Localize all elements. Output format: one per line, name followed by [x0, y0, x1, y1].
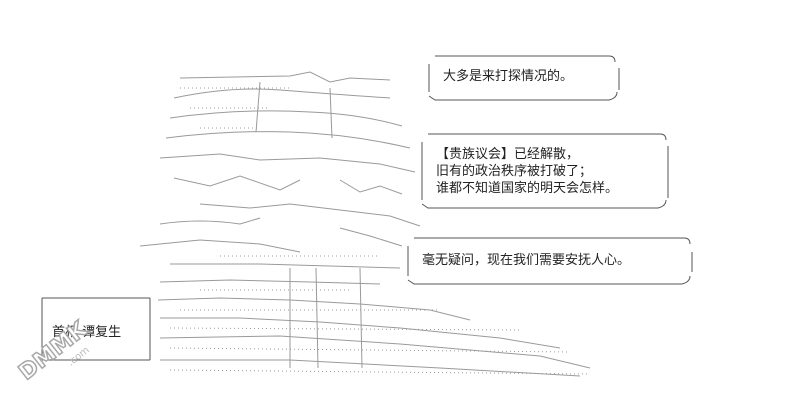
bubble-2-line-3: 谁都不知道国家的明天会怎样。 [436, 181, 619, 196]
speaker-name-box: 首相·谭复生 [38, 294, 154, 364]
bubble-3-line-1: 毫无疑问，现在我们需要安抚人心。 [422, 253, 631, 268]
speaker-name-label: 首相·谭复生 [52, 325, 122, 340]
speech-bubble-3: 毫无疑问，现在我们需要安抚人心。 [404, 232, 696, 288]
bubble-1-line-1: 大多是来打探情况的。 [443, 69, 574, 84]
bubble-2-line-2: 旧有的政治秩序被打破了； [436, 164, 593, 179]
ascii-art-figure [139, 68, 600, 386]
watermark-logo: DMMK .com [8, 298, 94, 394]
speech-bubble-2: 【贵族议会】已经解散， 旧有的政治秩序被打破了； 谁都不知道国家的明天会怎样。 [418, 128, 672, 214]
speech-bubble-1: 大多是来打探情况的。 [425, 50, 623, 106]
bubble-2-line-1: 【贵族议会】已经解散， [436, 147, 580, 162]
